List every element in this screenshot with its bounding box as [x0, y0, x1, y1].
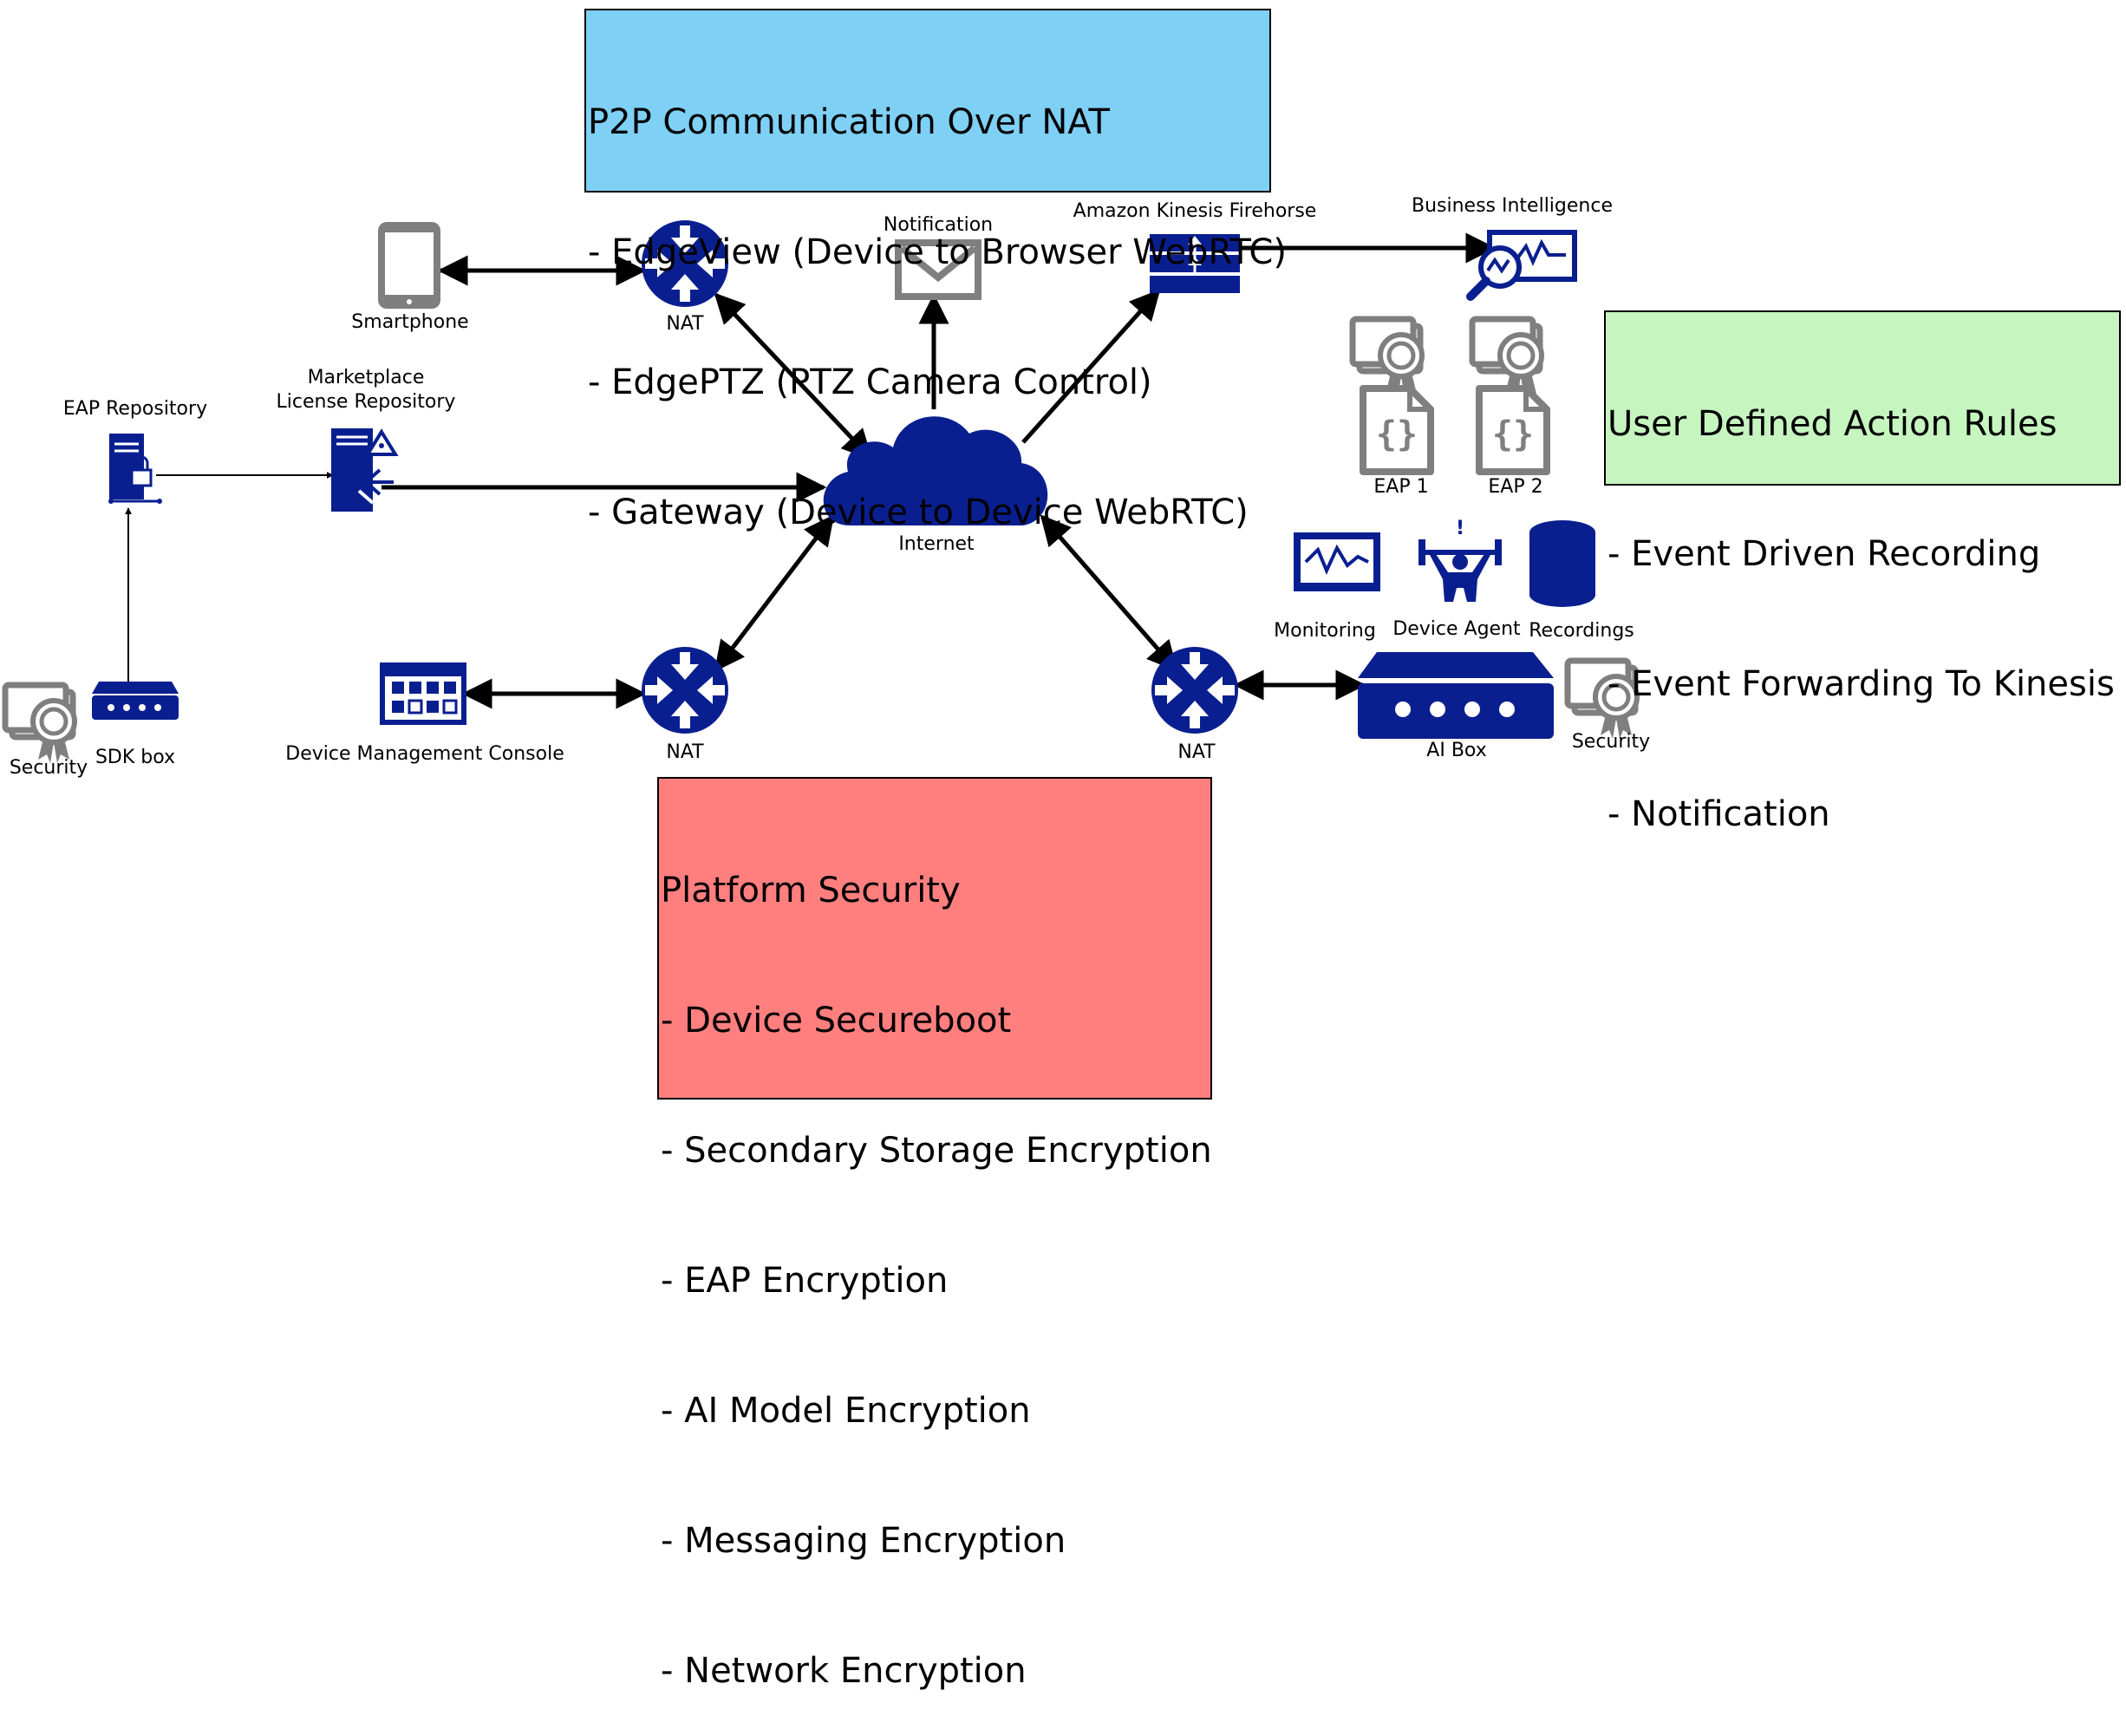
eap1-label: EAP 1	[1373, 476, 1428, 498]
link-internet-kinesis	[1021, 289, 1161, 444]
nat-top-label: NAT	[666, 313, 704, 335]
action-rules-box: User Defined Action Rules - Event Driven…	[1604, 310, 2121, 834]
recordings-label: Recordings	[1529, 620, 1634, 642]
secure-server-icon	[108, 434, 162, 504]
security-box-title: Platform Security	[661, 871, 961, 910]
security-right-label: Security	[1572, 731, 1650, 753]
security-left-label: Security	[10, 757, 88, 779]
platform-security-box: Platform Security - Device Secureboot - …	[657, 777, 1212, 1691]
p2p-box-title: P2P Communication Over NAT	[588, 102, 1110, 142]
rules-box-item: - Event Driven Recording	[1608, 534, 2041, 574]
kinesis-label: Amazon Kinesis Firehorse	[1073, 200, 1317, 222]
code-file-icon	[1479, 388, 1547, 472]
cloud-icon	[823, 416, 1048, 525]
eap2-label: EAP 2	[1488, 476, 1542, 498]
link-internet-nat-bottom	[714, 514, 835, 672]
device-agent-label: Device Agent	[1392, 618, 1521, 640]
eap-repository-label: EAP Repository	[63, 398, 207, 420]
security-box-item: - Messaging Encryption	[661, 1521, 1066, 1561]
weightlifter-icon: !	[1418, 518, 1502, 602]
hardware-box-icon	[92, 682, 179, 720]
nat-right-label: NAT	[1177, 741, 1216, 763]
internet-label: Internet	[898, 533, 975, 555]
marketplace-label-line1: Marketplace	[308, 367, 425, 388]
analytics-icon	[1466, 230, 1577, 301]
router-icon	[642, 647, 728, 734]
business-intelligence-label: Business Intelligence	[1412, 195, 1613, 217]
certificate-icon	[5, 685, 75, 763]
monitoring-label: Monitoring	[1274, 620, 1376, 642]
svg-text:!: !	[1456, 518, 1464, 539]
security-box-item: - EAP Encryption	[661, 1261, 949, 1301]
smartphone-label: Smartphone	[351, 311, 468, 333]
p2p-communication-box: P2P Communication Over NAT - EdgeView (D…	[584, 9, 1287, 532]
database-icon	[1529, 520, 1595, 607]
router-icon	[1151, 647, 1238, 734]
ai-box-label: AI Box	[1426, 740, 1486, 761]
rules-box-title: User Defined Action Rules	[1608, 404, 2058, 444]
hardware-box-icon	[1358, 652, 1554, 739]
security-box-item: - Secondary Storage Encryption	[661, 1131, 1212, 1171]
rules-box-item: - Event Forwarding To Kinesis	[1608, 664, 2115, 704]
device-management-console-label: Device Management Console	[285, 743, 564, 765]
notification-label: Notification	[884, 214, 993, 236]
security-box-item: - Device Secureboot	[661, 1001, 1012, 1041]
security-box-item: - Network Encryption	[661, 1651, 1027, 1691]
firehose-icon	[1150, 234, 1240, 293]
p2p-box-item: - Gateway (Device to Device WebRTC)	[588, 493, 1249, 532]
link-internet-nat-right	[1040, 514, 1178, 672]
marketplace-label-line2: License Repository	[277, 391, 456, 413]
envelope-icon	[895, 239, 981, 300]
license-repository-icon	[331, 428, 399, 512]
code-file-icon	[1363, 388, 1431, 472]
sdk-box-label: SDK box	[95, 747, 175, 768]
console-grid-icon	[380, 662, 466, 725]
security-box-item: - AI Model Encryption	[661, 1391, 1031, 1431]
link-nat-internet	[714, 292, 873, 460]
smartphone-icon	[378, 222, 440, 309]
connectors	[125, 232, 1497, 709]
rules-box-item: - Notification	[1608, 794, 1830, 834]
p2p-box-item: - EdgeView (Device to Browser WebRTC)	[588, 232, 1287, 272]
monitor-icon	[1294, 532, 1380, 591]
architecture-diagram: {} Smartphone NAT Notification Amazon Ki…	[0, 195, 1650, 779]
nat-bottom-label: NAT	[666, 741, 704, 763]
p2p-box-item: - EdgePTZ (PTZ Camera Control)	[588, 362, 1152, 402]
